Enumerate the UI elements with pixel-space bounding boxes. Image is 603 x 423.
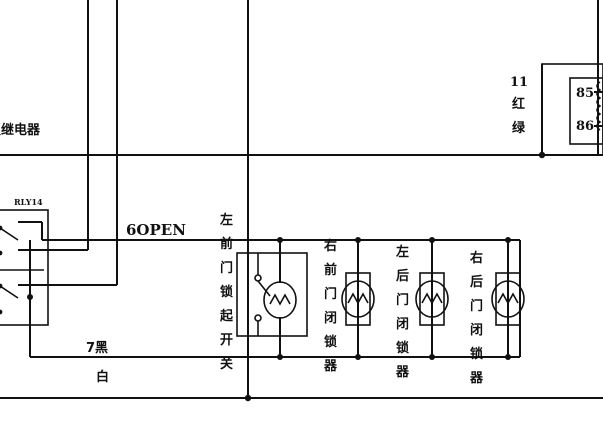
comp-4-char-1: 右	[469, 250, 483, 266]
comp-4-char-6: 器	[469, 371, 484, 386]
wire-7-color-label: 白	[96, 369, 109, 385]
comp-3-motor-icon	[415, 280, 449, 318]
comp-4-motor-winding	[497, 292, 519, 305]
comp-1-box	[236, 252, 308, 337]
pin-85-label: 85	[576, 86, 594, 101]
comp-4-char-4: 闭	[470, 322, 483, 338]
comp-1-char-3: 门	[220, 260, 233, 276]
comp-1-char-5: 起	[219, 308, 234, 324]
junction-lower	[244, 394, 252, 402]
comp-2-char-3: 门	[324, 286, 337, 302]
comp-2-char-1: 右	[323, 238, 337, 254]
comp-2-label: 右 前 门 闭 锁 器	[323, 238, 342, 374]
wire-11-color-char-2: 绿	[512, 120, 526, 136]
comp-1-char-2: 前	[220, 236, 233, 252]
relay-block	[0, 209, 49, 326]
comp-2-char-6: 器	[323, 359, 338, 374]
comp-1-switch-contact-a	[254, 274, 262, 282]
comp-3-char-3: 门	[396, 292, 409, 308]
comp-1-motor-icon	[263, 281, 297, 319]
wire-11-color-label: 红 绿	[512, 96, 530, 136]
comp-2-motor-icon	[341, 280, 375, 318]
comp-2-body	[345, 272, 371, 326]
relay-switch-1	[0, 227, 19, 241]
pin-86-label: 86	[576, 119, 594, 134]
comp-4-char-3: 门	[470, 298, 483, 314]
comp-4-char-5: 锁	[470, 346, 483, 362]
comp-2-char-5: 锁	[324, 334, 337, 350]
relay-coil-icon	[596, 81, 602, 131]
comp-1-label: 左 前 门 锁 起 开 关	[219, 212, 238, 372]
comp-1-motor-winding	[269, 293, 291, 306]
junction-relay-a	[27, 294, 33, 300]
comp-2-char-2: 前	[324, 262, 337, 278]
comp-3-char-1: 左	[396, 244, 409, 260]
relay-coil-frame	[569, 77, 603, 145]
comp-2-motor-winding	[347, 292, 369, 305]
comp-2-char-4: 闭	[324, 310, 337, 326]
comp-3-char-4: 闭	[396, 316, 409, 332]
comp-1-switch-blade	[257, 280, 271, 297]
wire-11-label: 11	[510, 75, 528, 90]
wire-7-label: 7黑	[86, 341, 108, 356]
comp-3-char-2: 后	[396, 268, 409, 284]
relay-contact-4	[0, 309, 3, 315]
comp-1-char-1: 左	[220, 212, 233, 228]
relay-switch-2	[0, 285, 19, 299]
comp-4-body	[495, 272, 521, 326]
comp-4-char-2: 后	[470, 274, 483, 290]
comp-3-motor-winding	[421, 292, 443, 305]
wire-11-color-char-1: 红	[512, 96, 525, 112]
comp-1-char-7: 关	[220, 356, 233, 372]
comp-3-label: 左 后 门 闭 锁 器	[395, 244, 414, 380]
comp-1-char-4: 锁	[220, 284, 233, 300]
wire-6-label: 6OPEN	[126, 221, 186, 239]
comp-1-char-6: 开	[220, 333, 233, 348]
relay-id-label: RLY14	[14, 197, 43, 207]
relay-name-label: 锁继电器	[0, 122, 41, 138]
comp-3-body	[419, 272, 445, 326]
comp-4-label: 右 后 门 闭 锁 器	[469, 250, 488, 386]
comp-4-motor-icon	[491, 280, 525, 318]
comp-3-char-6: 器	[395, 365, 410, 380]
comp-3-char-5: 锁	[396, 340, 409, 356]
relay-contact-2	[0, 250, 3, 256]
comp-1-switch-contact-b	[254, 314, 262, 322]
